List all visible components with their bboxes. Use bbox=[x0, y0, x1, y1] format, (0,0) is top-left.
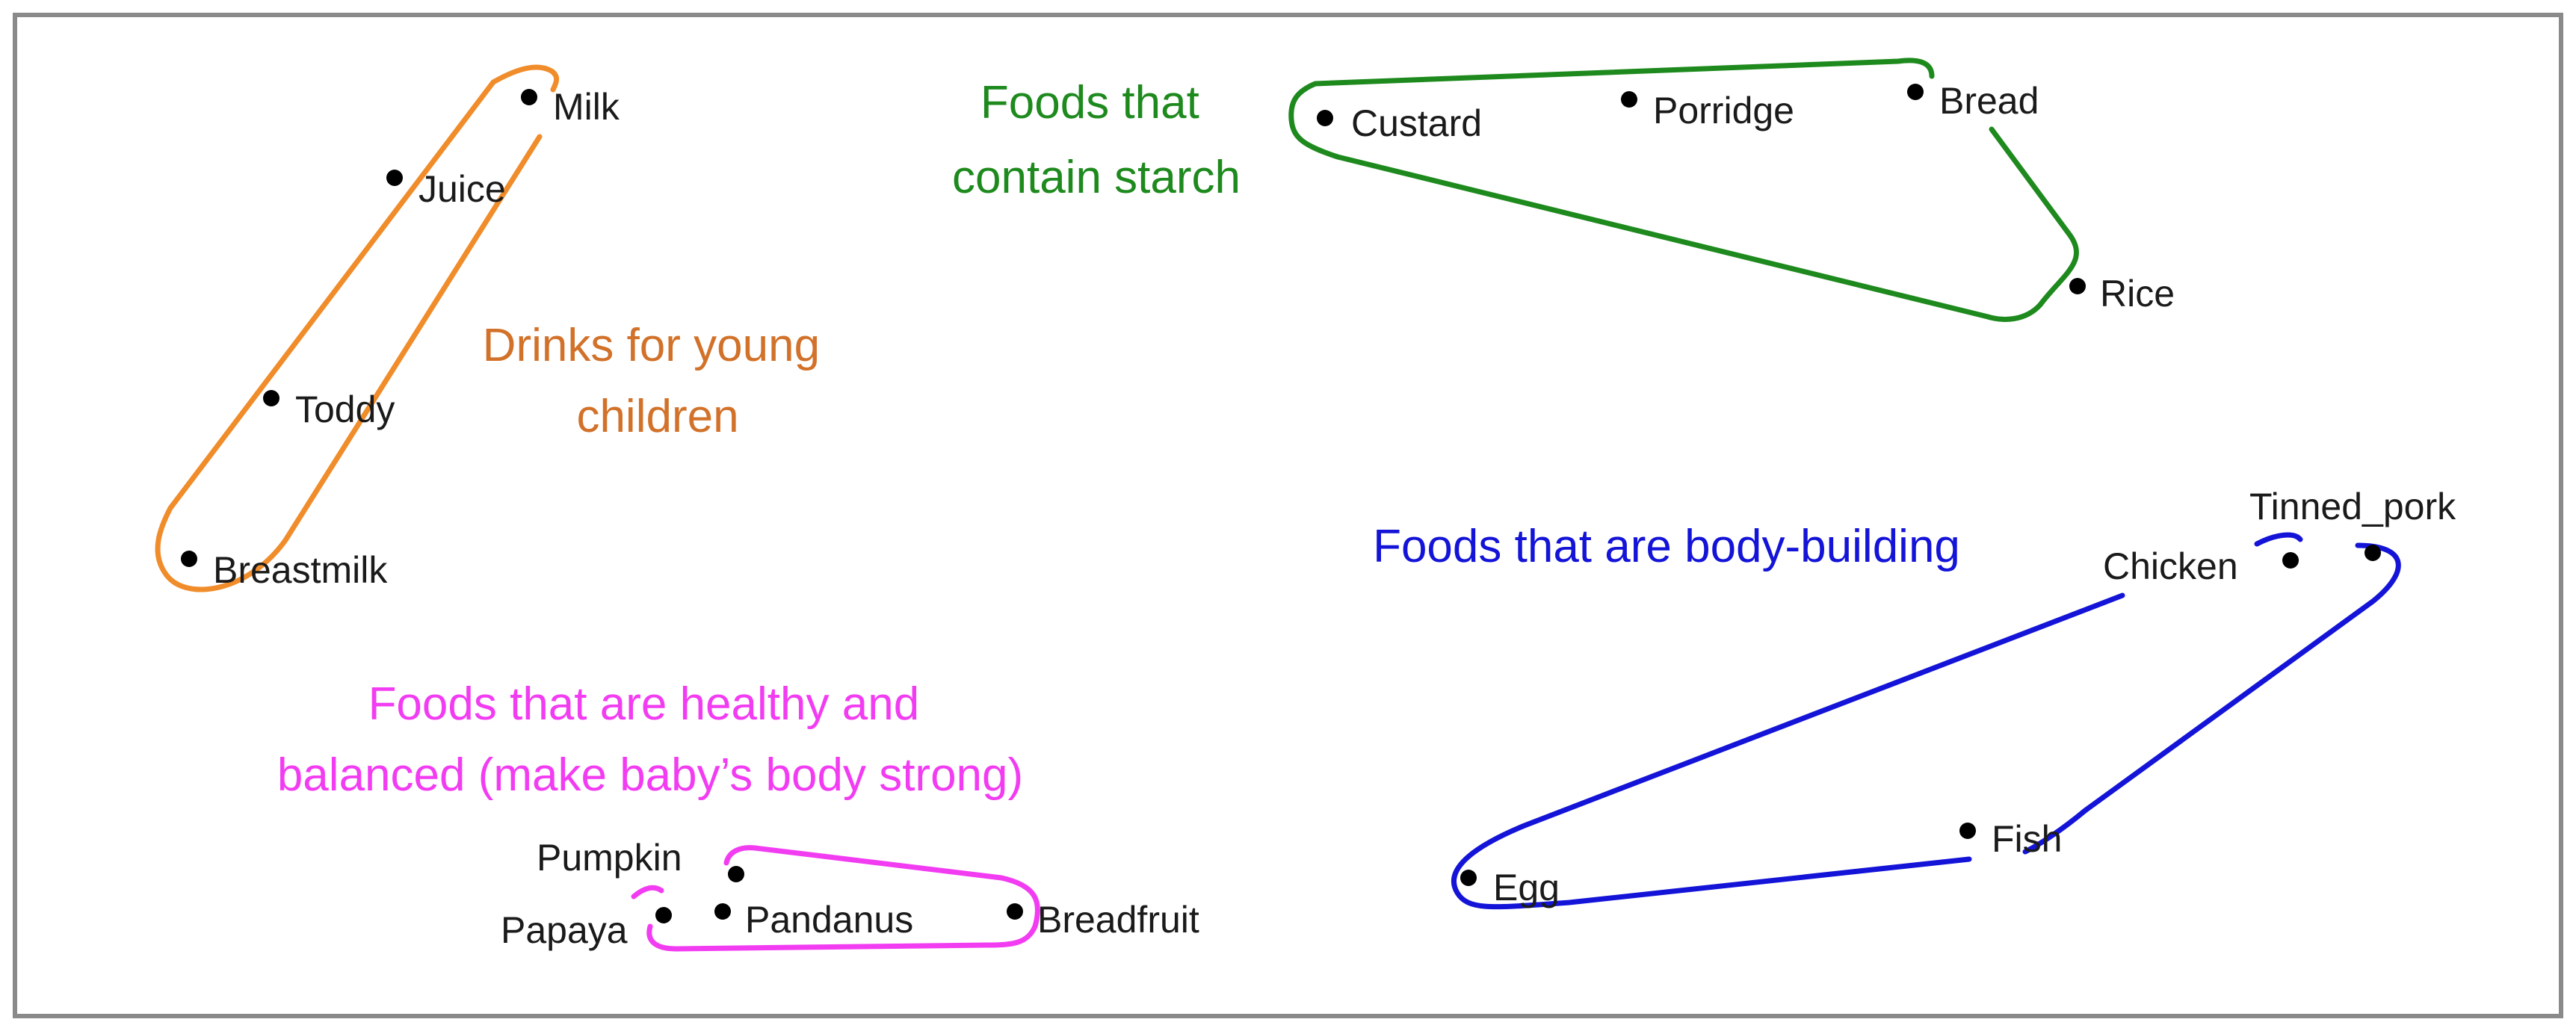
healthy-title-line-2: balanced (make baby’s body strong) bbox=[277, 749, 1023, 801]
body-building-title: Foods that are body-building bbox=[1373, 521, 1960, 572]
healthy-outline bbox=[646, 845, 1040, 952]
dot-papaya bbox=[655, 907, 672, 923]
label-bread: Bread bbox=[1939, 80, 2039, 122]
body-building-outline bbox=[1457, 536, 2378, 908]
starch-title-line-1: Foods that bbox=[980, 77, 1199, 129]
body-building-outline-hook bbox=[2254, 532, 2303, 547]
body-building-outline-left bbox=[1451, 592, 2125, 910]
label-breadfruit: Breadfruit bbox=[1037, 899, 1199, 941]
dot-porridge bbox=[1621, 91, 1637, 108]
body-building-outline-right bbox=[2022, 542, 2401, 855]
label-milk: Milk bbox=[553, 86, 620, 128]
starch-title-line-2: contain starch bbox=[952, 152, 1241, 203]
group-starch: Custard Porridge Bread Rice Foods that c… bbox=[952, 58, 2175, 322]
dot-milk bbox=[521, 89, 537, 105]
drinks-title: Drinks for young children bbox=[483, 320, 833, 442]
label-pandanus: Pandanus bbox=[745, 899, 913, 941]
dot-breastmilk bbox=[181, 551, 197, 567]
dot-egg bbox=[1460, 870, 1477, 886]
label-juice: Juice bbox=[418, 168, 506, 210]
label-custard: Custard bbox=[1351, 102, 1482, 144]
label-papaya: Papaya bbox=[501, 909, 628, 951]
dot-breadfruit bbox=[1007, 903, 1023, 920]
starch-outline bbox=[1288, 58, 2079, 322]
body-building-title-line-1: Foods that are body-building bbox=[1373, 521, 1960, 572]
dot-pandanus bbox=[714, 903, 731, 920]
healthy-title: Foods that are healthy and balanced (mak… bbox=[277, 678, 1023, 801]
group-healthy: Pumpkin Papaya Pandanus Breadfruit Foods… bbox=[277, 678, 1199, 952]
label-porridge: Porridge bbox=[1653, 90, 1794, 131]
drinks-title-line-1: Drinks for young bbox=[483, 320, 820, 371]
dot-rice bbox=[2069, 278, 2086, 294]
healthy-outline-left-hook bbox=[631, 885, 664, 900]
healthy-title-line-1: Foods that are healthy and bbox=[368, 678, 920, 730]
label-tinned-pork: Tinned_pork bbox=[2249, 486, 2456, 527]
healthy-outline-join bbox=[723, 845, 758, 866]
dot-bread bbox=[1907, 84, 1924, 100]
group-body-building: Chicken Tinned_pork Fish Egg Foods that … bbox=[1373, 486, 2456, 910]
label-chicken: Chicken bbox=[2103, 545, 2238, 587]
dot-chicken bbox=[2282, 552, 2299, 569]
label-egg: Egg bbox=[1493, 867, 1560, 908]
label-breastmilk: Breastmilk bbox=[213, 549, 388, 591]
dot-toddy bbox=[263, 390, 279, 406]
group-drinks: Milk Juice Toddy Breastmilk Drinks for y… bbox=[155, 64, 833, 592]
diagram-frame bbox=[13, 13, 2563, 1018]
dot-pumpkin bbox=[728, 866, 744, 882]
starch-title: Foods that contain starch bbox=[952, 77, 1241, 203]
label-fish: Fish bbox=[1992, 818, 2062, 860]
dot-custard bbox=[1317, 110, 1333, 126]
drinks-title-line-2: children bbox=[576, 391, 738, 442]
dot-juice bbox=[386, 170, 403, 186]
dot-fish bbox=[1959, 823, 1976, 839]
label-pumpkin: Pumpkin bbox=[537, 837, 682, 879]
label-toddy: Toddy bbox=[295, 388, 395, 430]
label-rice: Rice bbox=[2100, 273, 2175, 315]
dot-tinned-pork bbox=[2365, 545, 2381, 561]
drinks-outline bbox=[155, 64, 560, 592]
